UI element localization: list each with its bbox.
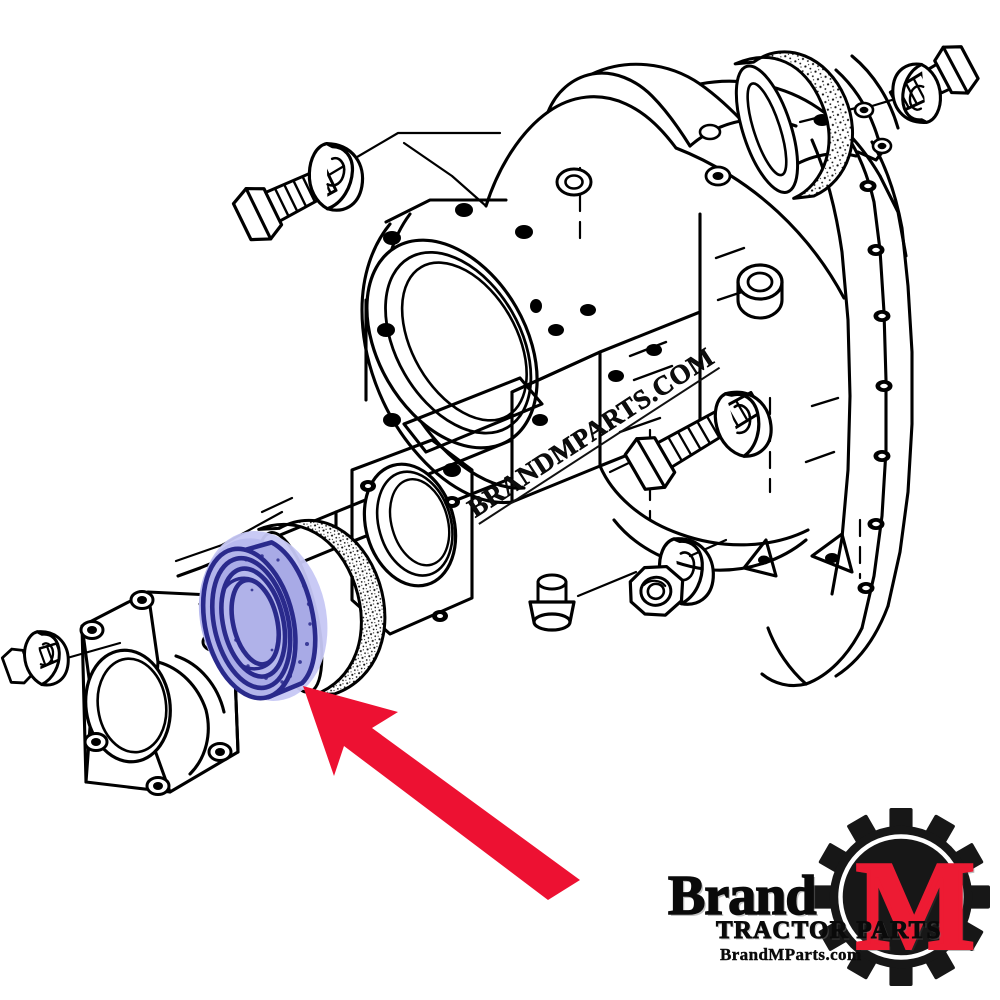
logo-brand-word: Brand bbox=[667, 865, 817, 927]
logo-m-letter: M bbox=[854, 837, 977, 976]
brand-logo[interactable]: Brand M TRACTOR PARTS BrandMParts.com bbox=[660, 806, 990, 991]
gear-icon bbox=[812, 808, 990, 986]
logo-tagline: TRACTOR PARTS bbox=[716, 917, 942, 944]
logo-website: BrandMParts.com bbox=[720, 945, 862, 964]
